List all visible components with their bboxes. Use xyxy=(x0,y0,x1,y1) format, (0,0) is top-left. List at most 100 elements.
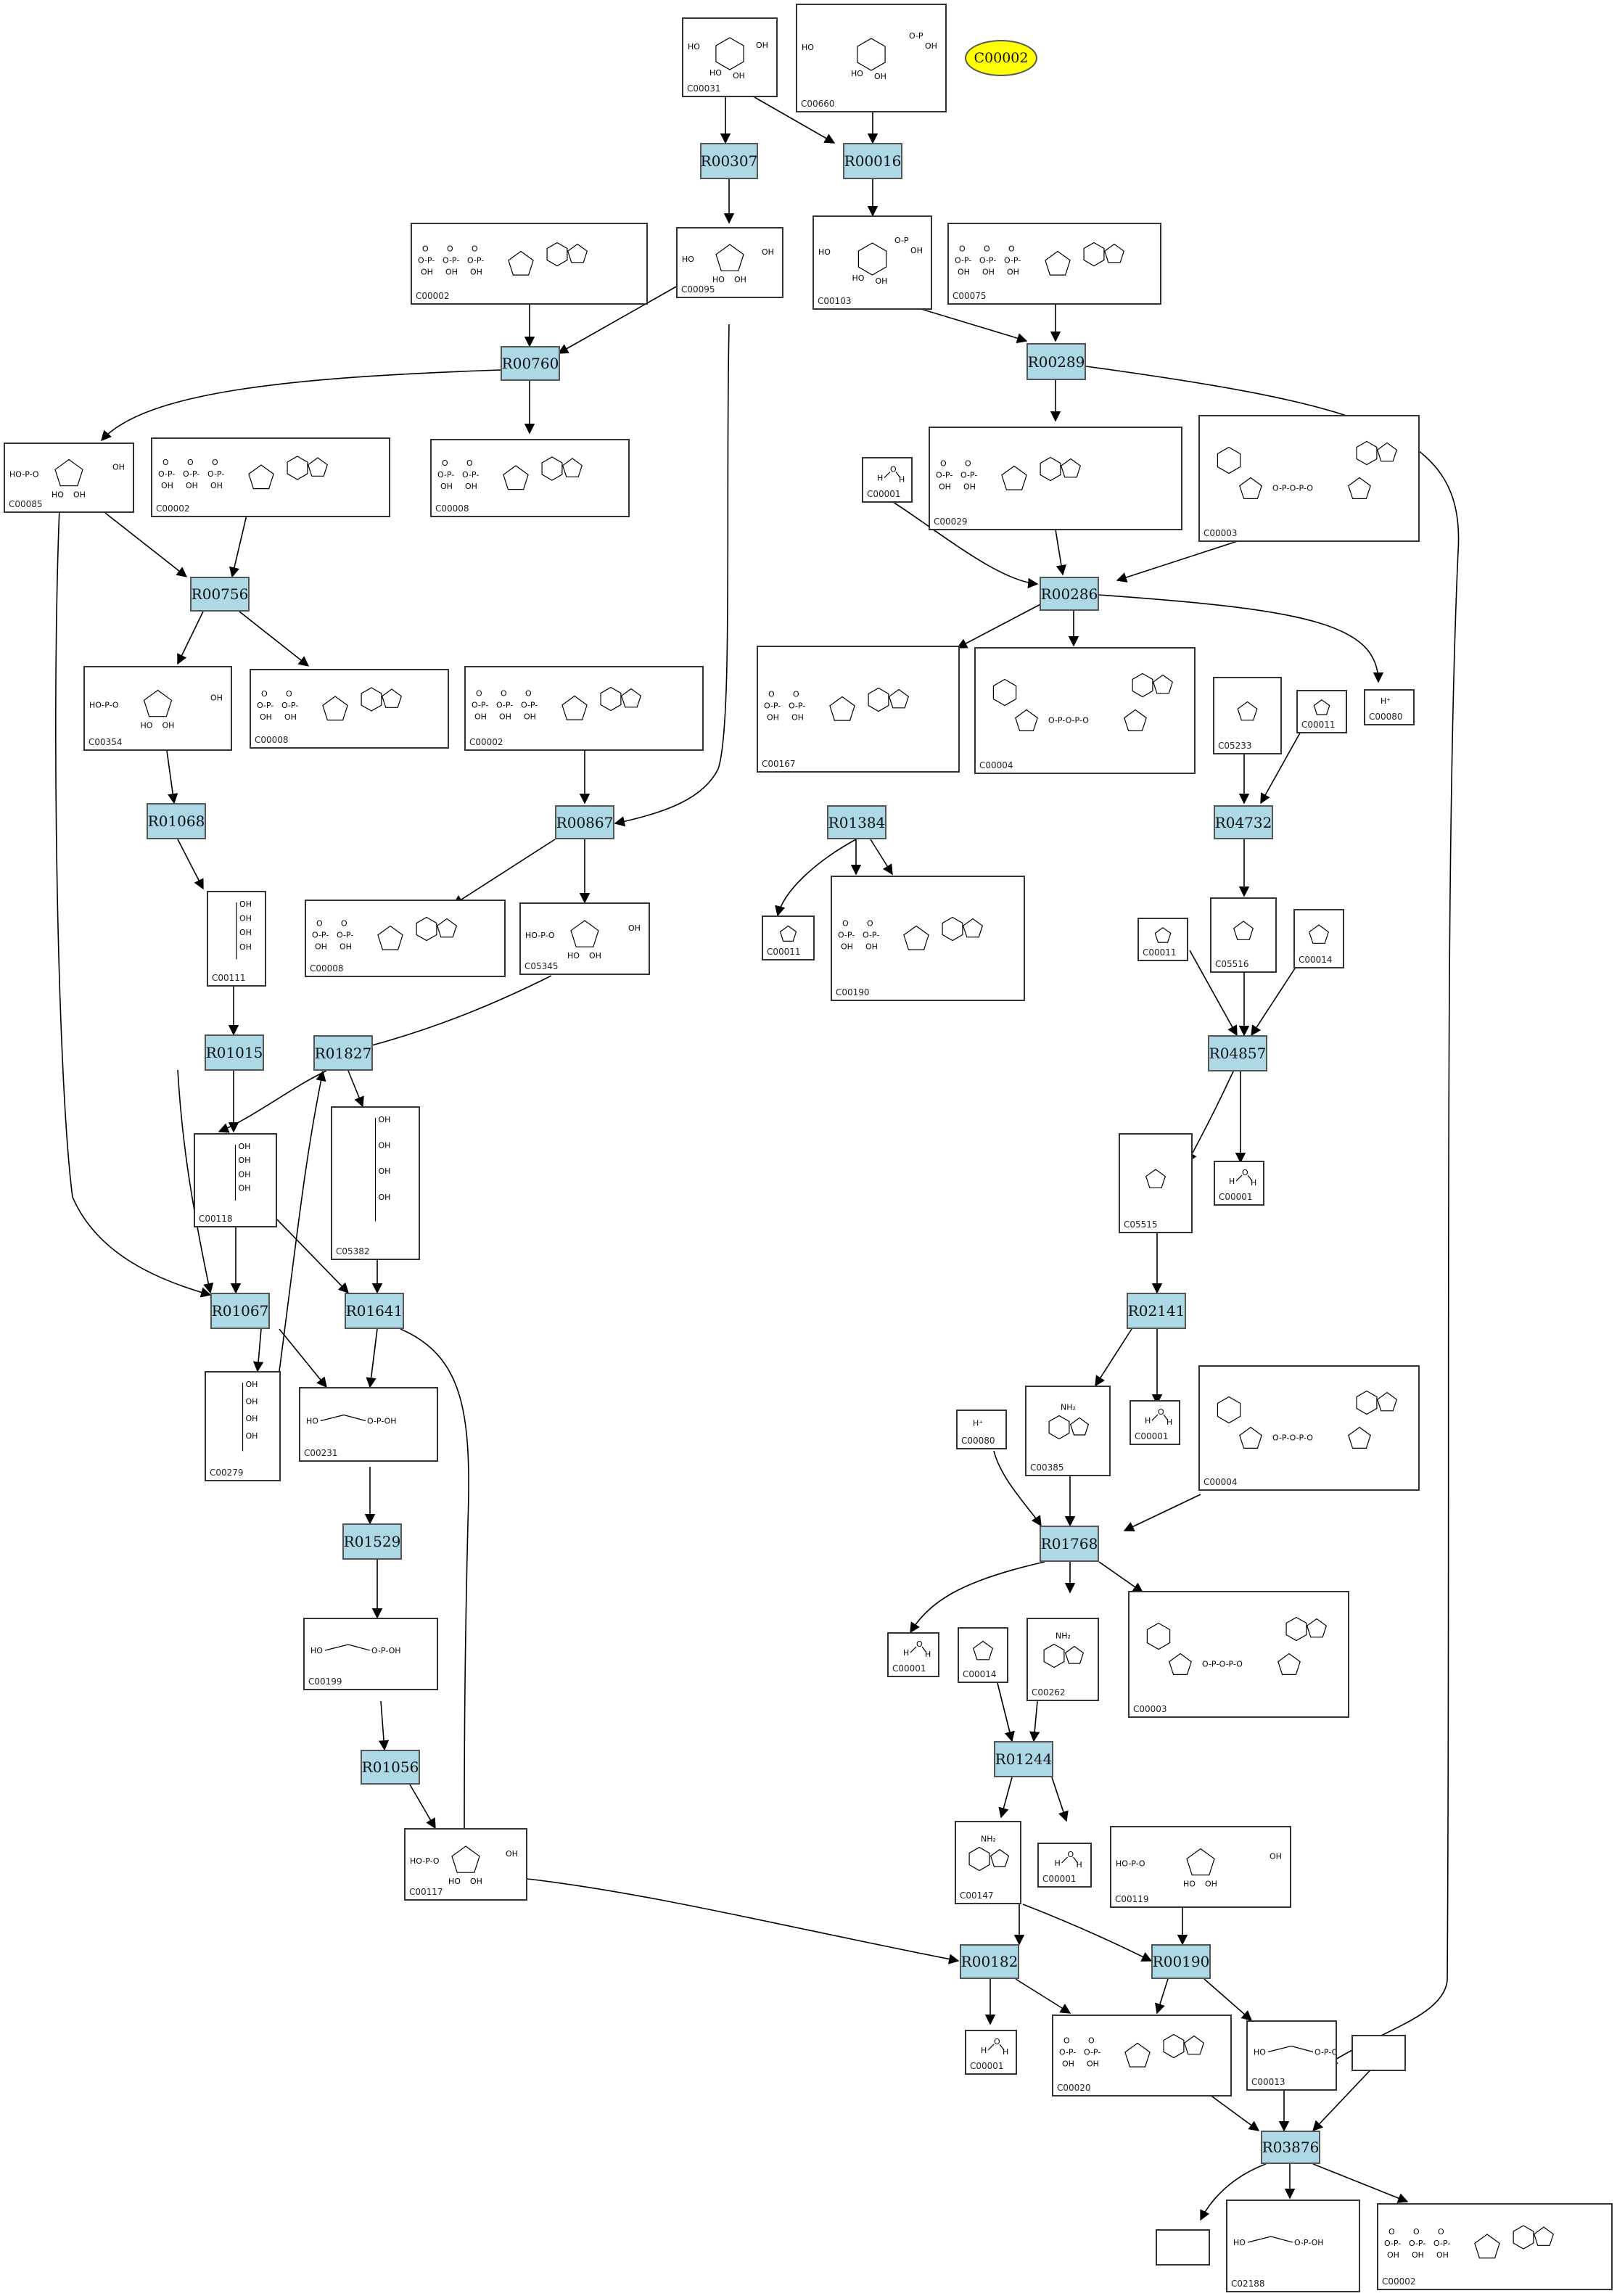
reaction-node[interactable]: R01768 xyxy=(1040,1526,1099,1562)
compound-box[interactable]: H⁺C00080 xyxy=(956,1410,1007,1449)
compound-box[interactable]: C00014 xyxy=(1293,909,1344,968)
compound-code: C00080 xyxy=(961,1436,995,1446)
compound-box[interactable]: HOO-P-OHC00013 xyxy=(1246,2020,1337,2091)
svg-text:OH: OH xyxy=(161,481,173,490)
reaction-node[interactable]: R01067 xyxy=(210,1293,270,1329)
reaction-node[interactable]: R01015 xyxy=(205,1034,264,1071)
compound-box[interactable]: C05233 xyxy=(1213,677,1282,754)
highlight-compound-oval[interactable]: C00002 xyxy=(965,40,1037,76)
svg-text:OH: OH xyxy=(246,1397,258,1407)
reaction-node[interactable]: R04732 xyxy=(1214,805,1273,839)
edge xyxy=(273,1216,350,1294)
compound-box[interactable]: C00011 xyxy=(1137,918,1188,961)
reaction-node[interactable]: R02141 xyxy=(1127,1293,1186,1329)
svg-text:H: H xyxy=(925,1650,931,1659)
svg-text:HO: HO xyxy=(1233,2238,1246,2247)
compound-box[interactable] xyxy=(1156,2229,1210,2266)
reaction-node[interactable]: R00182 xyxy=(960,1944,1019,1979)
svg-text:O-P-: O-P- xyxy=(207,469,224,479)
reaction-node[interactable]: R01384 xyxy=(827,805,886,839)
reaction-node[interactable]: R00756 xyxy=(190,577,250,612)
svg-text:O-P-OH: O-P-OH xyxy=(371,1646,401,1655)
compound-code: C00002 xyxy=(1382,2276,1416,2287)
reaction-node[interactable]: R03876 xyxy=(1261,2131,1320,2164)
structure-image: NH₂ xyxy=(1048,1403,1090,1440)
edge xyxy=(347,1070,364,1108)
reaction-node[interactable]: R00289 xyxy=(1026,343,1086,380)
reaction-node[interactable]: R01068 xyxy=(147,803,206,839)
svg-text:OH: OH xyxy=(260,712,272,722)
reaction-node[interactable]: R01529 xyxy=(342,1523,402,1560)
reaction-node[interactable]: R00190 xyxy=(1151,1944,1211,1979)
reaction-node[interactable]: R01641 xyxy=(345,1293,404,1329)
reaction-node[interactable]: R00867 xyxy=(555,805,614,839)
compound-box[interactable]: C05515 xyxy=(1119,1133,1193,1233)
reaction-node[interactable]: R01244 xyxy=(994,1741,1053,1777)
compound-box[interactable] xyxy=(1351,2035,1406,2071)
reaction-node[interactable]: R00016 xyxy=(843,143,902,179)
reaction-node[interactable]: R01056 xyxy=(361,1750,420,1785)
compound-box[interactable]: C00011 xyxy=(1296,690,1347,733)
reaction-node[interactable]: R00760 xyxy=(501,346,560,381)
reaction-node[interactable]: R00307 xyxy=(700,143,758,179)
structure-image: HOH xyxy=(903,1639,931,1659)
compound-code: C00020 xyxy=(1057,2083,1091,2093)
compound-box[interactable]: C00011 xyxy=(762,915,815,960)
svg-text:O: O xyxy=(916,1639,923,1649)
svg-text:O: O xyxy=(316,919,323,929)
svg-text:HO: HO xyxy=(709,68,722,78)
compound-box[interactable]: C05516 xyxy=(1210,897,1277,973)
compound-box[interactable]: H⁺C00080 xyxy=(1364,689,1415,725)
svg-text:OH: OH xyxy=(186,481,198,490)
reaction-node[interactable]: R04857 xyxy=(1208,1035,1267,1071)
svg-text:O: O xyxy=(768,690,775,699)
reaction-node[interactable]: R00286 xyxy=(1040,577,1099,611)
reaction-node[interactable]: R01827 xyxy=(313,1035,373,1071)
compound-box[interactable]: C00014 xyxy=(958,1627,1008,1683)
compound-code: C00003 xyxy=(1133,1704,1167,1714)
svg-text:O-P-: O-P- xyxy=(257,701,273,710)
